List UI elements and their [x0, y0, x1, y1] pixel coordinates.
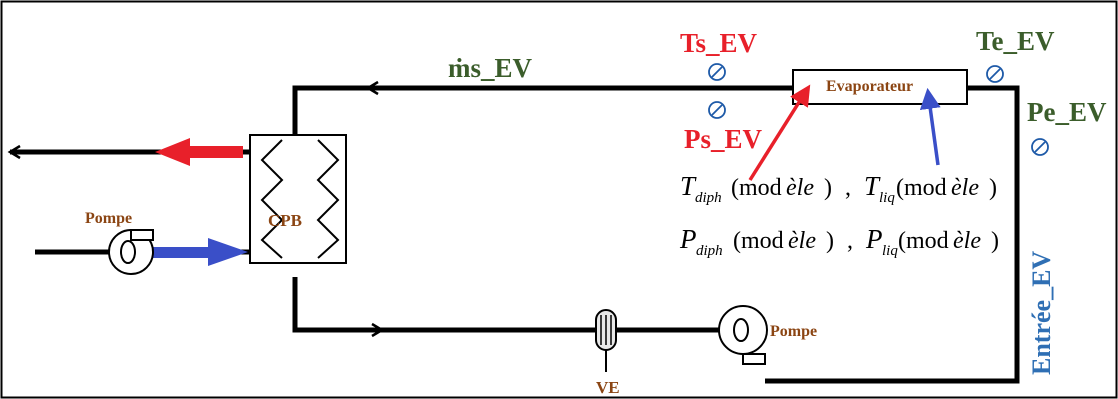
- p-liq-ele: èle: [953, 228, 981, 254]
- comma-2: ,: [847, 228, 853, 254]
- te-ev-label: Te_EV: [976, 26, 1055, 56]
- gauge-icon: [708, 101, 726, 119]
- t-diph-close: ): [824, 175, 832, 201]
- blue-inlet-arrow-icon: [152, 238, 248, 266]
- pump-left-icon: [108, 229, 154, 275]
- t-diph-subscript: diph: [695, 190, 722, 206]
- t-diph-symbol: T: [680, 171, 697, 201]
- p-liq-symbol: P: [865, 224, 883, 254]
- gauge-icon: [986, 65, 1004, 83]
- gauge-icon: [1031, 138, 1049, 156]
- pompe-bottom-label: Pompe: [770, 323, 817, 340]
- t-liq-close: ): [989, 175, 997, 201]
- mass-flow-label: ṁs_EV: [448, 53, 533, 83]
- formula-line-2: P diph (mod èle ) , P liq (mod èle ): [679, 224, 999, 259]
- t-diph-ele: èle: [786, 175, 814, 201]
- ps-ev-label: Ps_EV: [684, 124, 763, 154]
- gauge-icon: [708, 63, 726, 81]
- evaporator-label: Evaporateur: [826, 78, 913, 95]
- flow-arrow-left: [7, 144, 21, 160]
- red-outlet-arrow-icon: [155, 138, 243, 166]
- pe-ev-label: Pe_EV: [1027, 97, 1107, 127]
- pump-bottom-icon: [718, 305, 768, 365]
- flow-arrow-bottom: [371, 322, 385, 338]
- p-diph-close: ): [826, 228, 834, 254]
- valve-icon: [595, 309, 617, 372]
- arrow-icon: [919, 87, 941, 166]
- cpb-label: CPB: [268, 211, 302, 230]
- p-diph-symbol: P: [679, 224, 697, 254]
- t-liq-subscript: liq: [879, 190, 895, 206]
- flow-arrow-top: [365, 80, 379, 96]
- t-diph-mod: (mod: [731, 175, 782, 201]
- p-diph-mod: (mod: [733, 228, 784, 254]
- arrow-icon: [748, 84, 811, 181]
- p-liq-subscript: liq: [882, 243, 898, 259]
- p-diph-ele: èle: [788, 228, 816, 254]
- ts-ev-label: Ts_EV: [680, 28, 758, 58]
- pompe-left-label: Pompe: [85, 210, 132, 227]
- p-diph-subscript: diph: [696, 243, 723, 259]
- cpb-exchanger: [249, 134, 347, 264]
- pipe-right: [765, 85, 1020, 384]
- ve-label: VE: [596, 378, 620, 397]
- t-liq-ele: èle: [951, 175, 979, 201]
- p-liq-close: ): [991, 228, 999, 254]
- t-liq-mod: (mod: [896, 175, 947, 201]
- t-liq-symbol: T: [864, 171, 881, 201]
- p-liq-mod: (mod: [898, 228, 949, 254]
- comma-1: ,: [845, 175, 851, 201]
- formula-line-1: T diph (mod èle ) , T liq (mod èle ): [680, 171, 997, 206]
- entree-ev-label: Entrée_EV: [1027, 251, 1056, 375]
- pipe-top: [292, 85, 793, 135]
- pipe-bottom: [292, 277, 728, 333]
